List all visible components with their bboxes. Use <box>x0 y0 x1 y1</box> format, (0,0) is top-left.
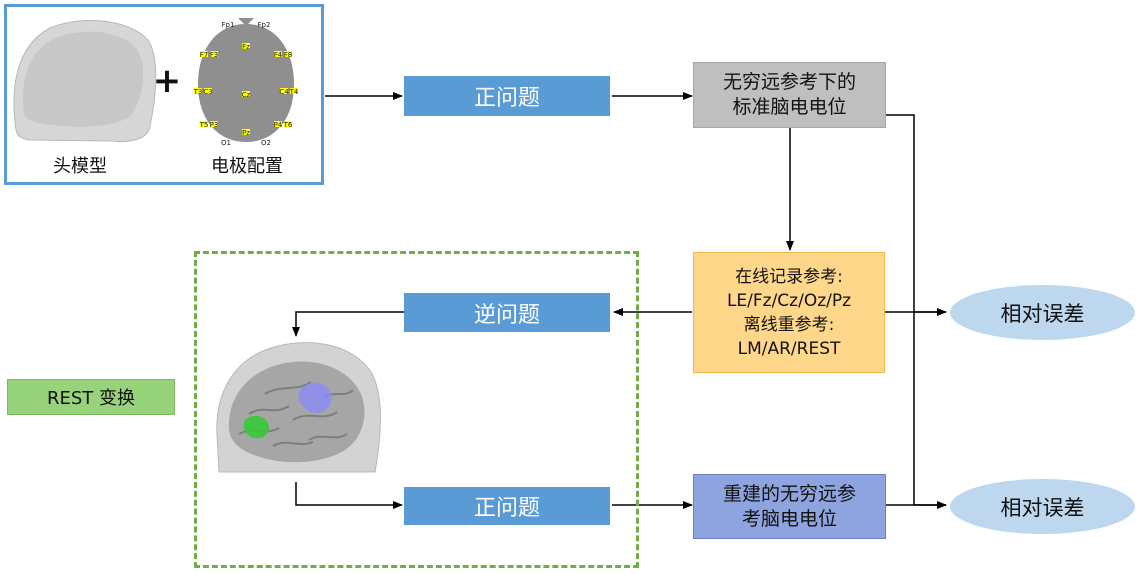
electrode-c3-label: C3 <box>203 88 212 96</box>
electrode-p4-marker <box>274 121 282 127</box>
line-infinity-down <box>886 114 915 505</box>
electrode-f7-marker <box>200 51 208 57</box>
plus-sign: + <box>152 61 182 101</box>
relative-error-ellipse-top: 相对误差 <box>950 285 1135 340</box>
infinity-reference-line2: 标准脑电电位 <box>732 96 847 118</box>
electrode-t5-marker <box>200 121 208 127</box>
electrode-p4-label: P4 <box>274 121 283 129</box>
offline-reference-label: 离线重参考: <box>743 314 835 335</box>
infinity-reference-line1: 无穷远参考下的 <box>722 71 856 93</box>
infinity-reference-box: 无穷远参考下的 标准脑电电位 <box>693 62 886 128</box>
inverse-problem-box: 逆问题 <box>404 293 610 332</box>
relative-error-ellipse-bottom: 相对误差 <box>950 479 1135 534</box>
electrode-f4-label: F4 <box>274 51 283 59</box>
electrode-o1-label: O1 <box>221 139 231 147</box>
electrode-f3-marker <box>210 51 218 57</box>
electrode-fp2-label: Fp2 <box>258 21 271 29</box>
electrode-pz-label: Pz <box>242 129 250 137</box>
electrode-fz-marker <box>242 43 250 49</box>
online-reference-values: LE/Fz/Cz/Oz/Pz <box>726 290 852 311</box>
electrode-t4-marker <box>290 88 298 94</box>
electrode-cz-label: Cz <box>242 91 251 99</box>
electrode-f8-label: F8 <box>284 51 292 59</box>
brain-image <box>216 342 381 473</box>
electrode-c3-marker <box>204 88 212 94</box>
electrode-o2-label: O2 <box>261 139 271 147</box>
electrode-f8-marker <box>284 51 292 57</box>
electrode-config-label: 电极配置 <box>211 156 283 177</box>
head-model-label: 头模型 <box>53 156 107 177</box>
electrode-p3-marker <box>210 121 218 127</box>
rest-dashed-panel <box>194 251 639 568</box>
electrode-f3-label: F3 <box>210 51 218 59</box>
electrode-t4-label: T4 <box>289 88 299 96</box>
electrode-t6-marker <box>284 121 292 127</box>
electrode-c4-marker <box>280 88 288 94</box>
online-reference-label: 在线记录参考: <box>735 266 843 287</box>
arrow-inverse-to-brain <box>292 311 404 337</box>
head-model-image <box>13 19 157 143</box>
rest-transform-box: REST 变换 <box>7 379 175 415</box>
reference-scheme-box: 在线记录参考: LE/Fz/Cz/Oz/Pz 离线重参考: LM/AR/REST <box>693 252 885 373</box>
forward-problem-box-top: 正问题 <box>404 76 610 116</box>
electrode-fp1-label: Fp1 <box>222 21 235 29</box>
arrow-brain-to-forward <box>295 482 403 509</box>
electrode-t5-label: T5 <box>199 121 209 129</box>
electrode-pz-marker <box>242 129 250 135</box>
offline-reference-values: LM/AR/REST <box>737 338 841 359</box>
reconstructed-potential-box: 重建的无穷远参 考脑电电位 <box>693 474 886 539</box>
electrode-f7-label: F7 <box>200 51 208 59</box>
head-model-panel <box>4 4 324 185</box>
electrode-p3-label: P3 <box>210 121 219 129</box>
electrode-t3-marker <box>194 88 202 94</box>
reconstructed-line1: 重建的无穷远参 <box>722 482 856 505</box>
forward-problem-box-bottom: 正问题 <box>404 487 610 525</box>
electrode-fz-label: Fz <box>242 43 250 51</box>
electrode-f4-marker <box>274 51 282 57</box>
electrode-c4-label: C4 <box>279 88 289 96</box>
electrode-cz-marker <box>242 91 250 97</box>
electrode-t6-label: T6 <box>283 121 293 129</box>
reconstructed-line2: 考脑电电位 <box>741 507 837 530</box>
electrode-t3-label: T3 <box>193 88 203 96</box>
